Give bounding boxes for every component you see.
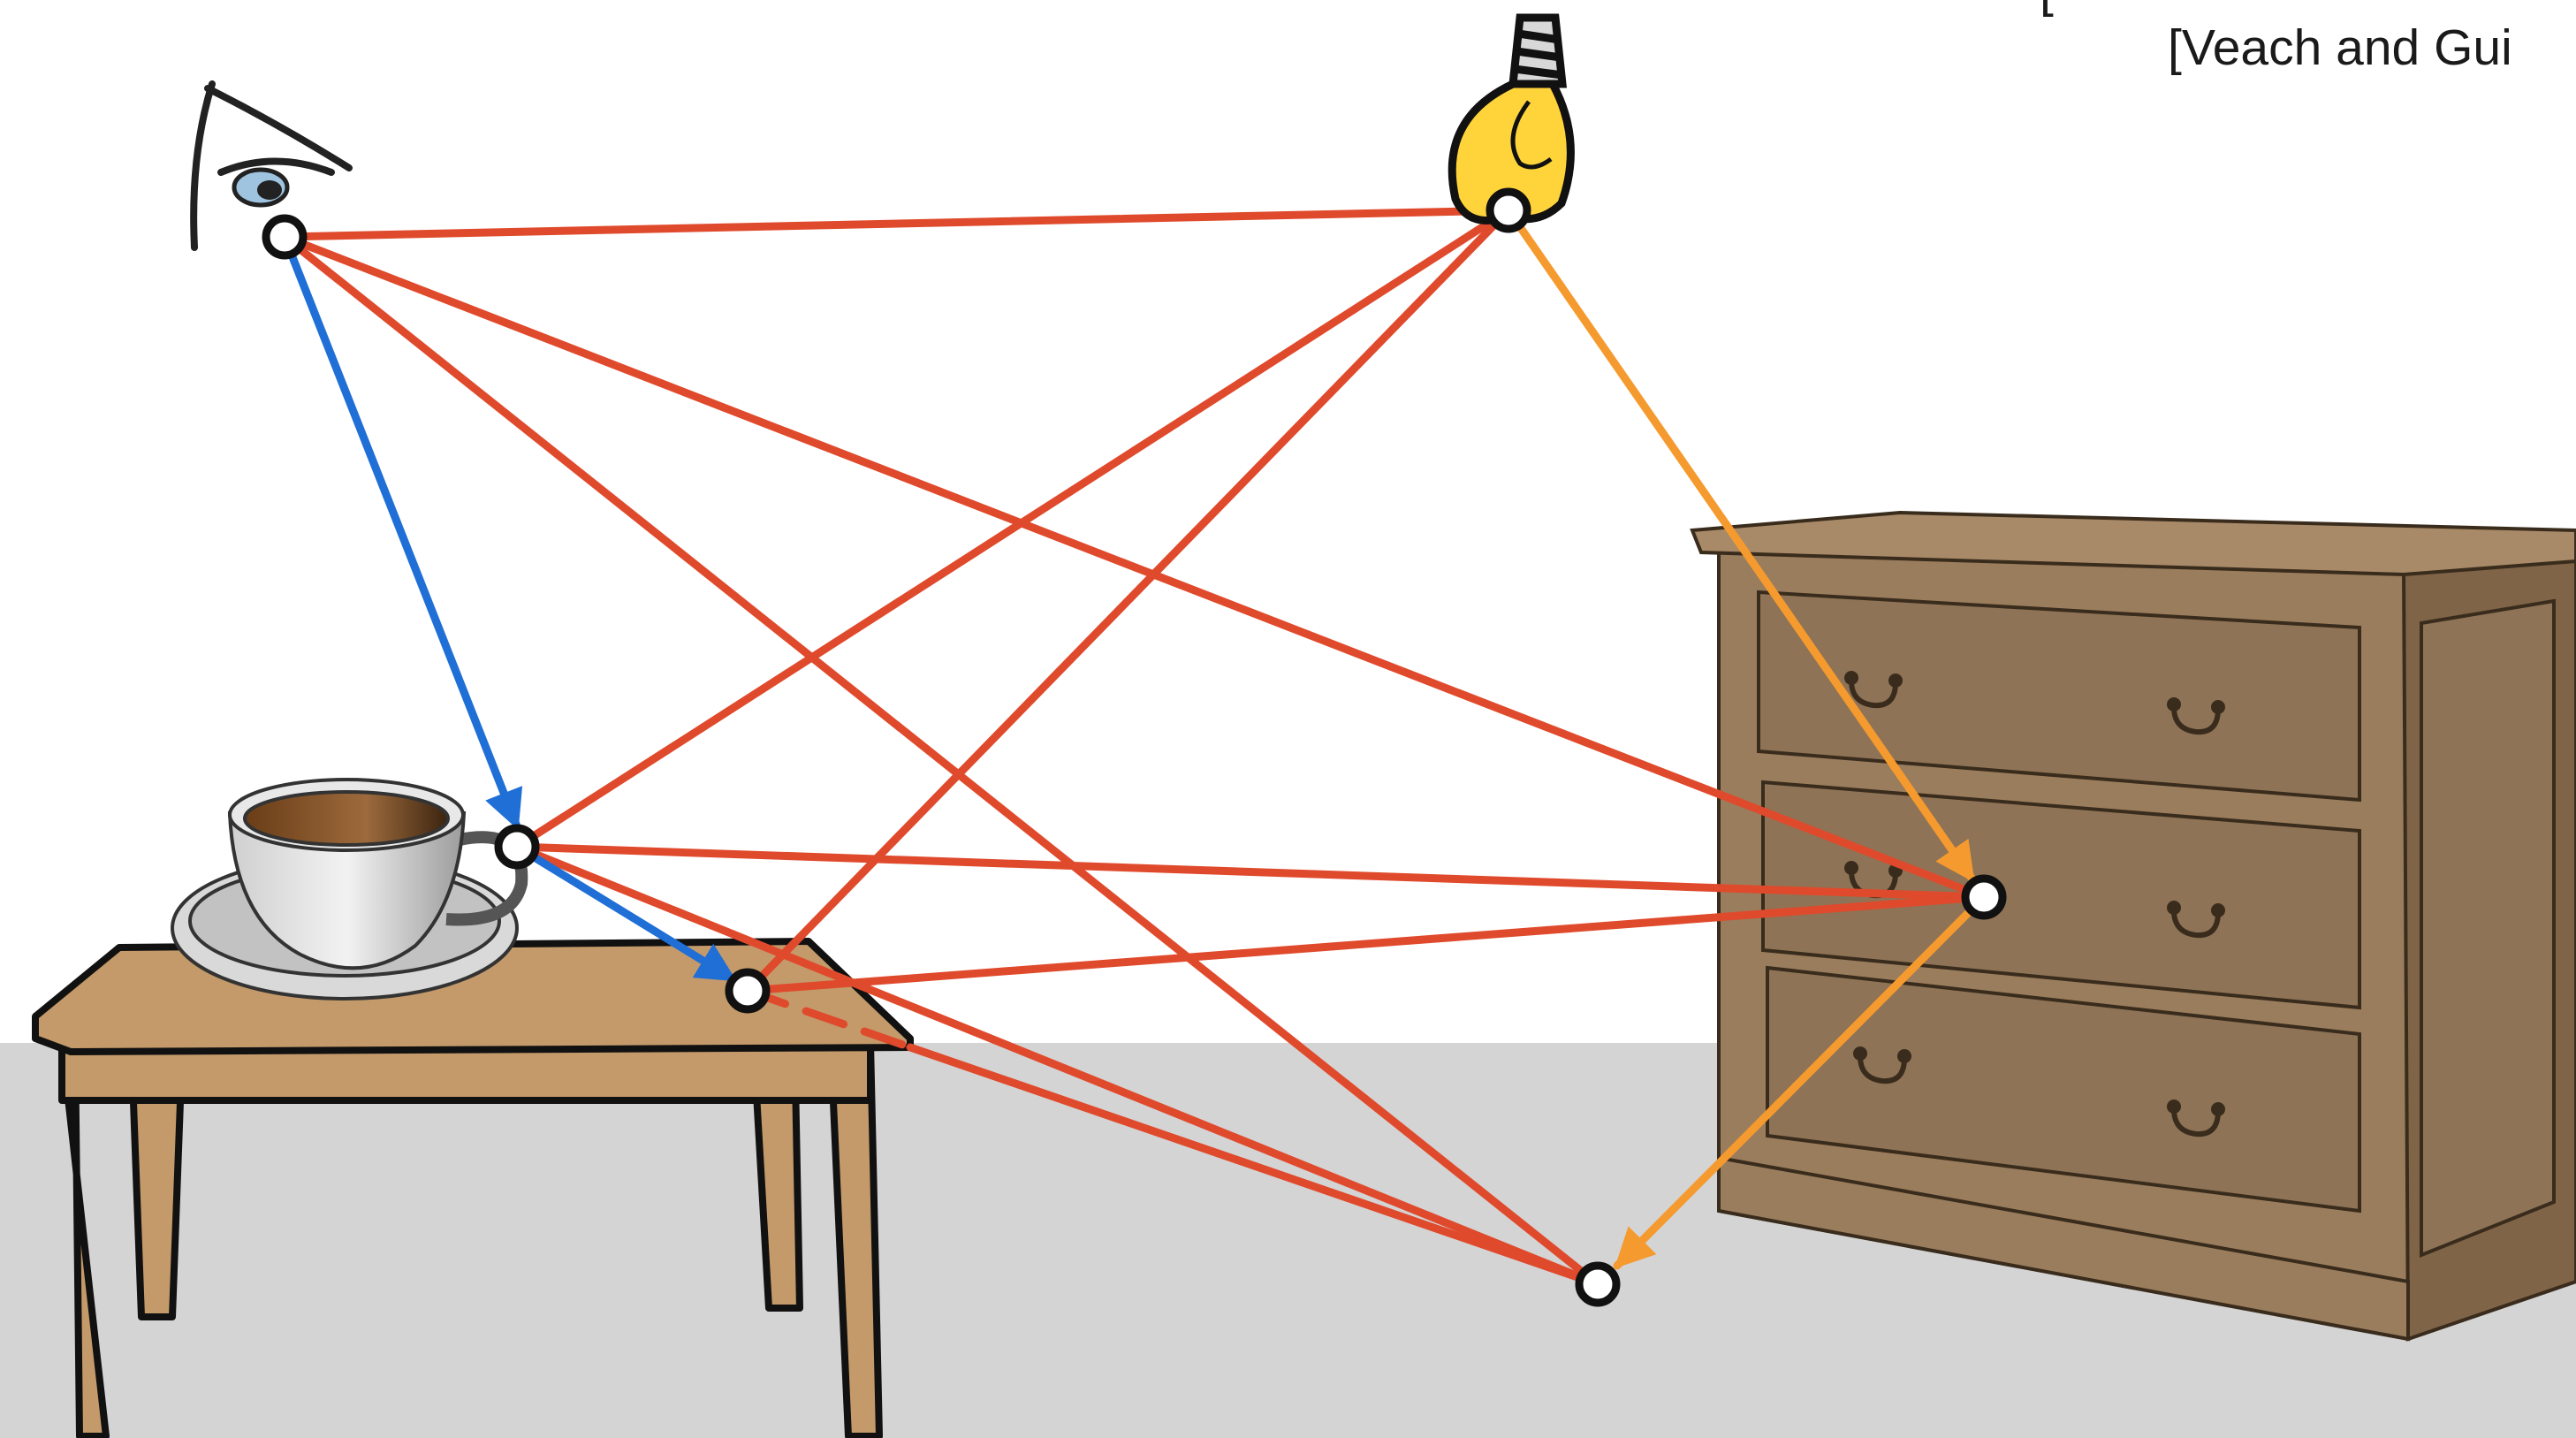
vertex-light xyxy=(1486,187,1531,233)
connection-light-cup xyxy=(513,206,1513,851)
eye-icon xyxy=(190,80,353,251)
citation-top-fragment: [ xyxy=(2040,0,2054,15)
light-subpath xyxy=(1504,206,1988,1270)
vertex-dresser xyxy=(1961,874,2007,920)
connection-lines xyxy=(280,206,1988,1289)
connection-cup-dresser xyxy=(513,842,1988,902)
connection-eye-light xyxy=(280,206,1513,241)
connection-eye-dresser xyxy=(280,232,1988,902)
vertex-cup xyxy=(494,824,540,870)
connection-eye-floor xyxy=(280,232,1602,1289)
vertex-floor xyxy=(1575,1261,1621,1307)
connection-table-floor xyxy=(906,1043,1602,1289)
coffee-cup xyxy=(171,778,528,1001)
dresser xyxy=(1690,510,2576,1342)
connection-table-floor-dashed xyxy=(743,986,915,1052)
connection-table-dresser xyxy=(743,893,1988,995)
citation-reference: [Veach and Gui xyxy=(2168,19,2512,76)
connection-cup-floor xyxy=(513,842,1602,1289)
vertex-eye xyxy=(262,214,308,260)
light-bulb-icon xyxy=(1448,13,1575,224)
path-vertices xyxy=(262,187,2007,1307)
vertex-table xyxy=(725,968,771,1014)
eye-subpath xyxy=(280,232,738,984)
